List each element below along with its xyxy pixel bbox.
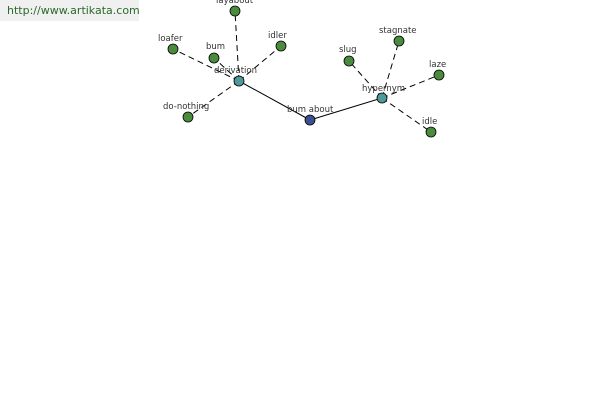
node-layabout[interactable] — [229, 5, 241, 17]
node-derivation[interactable] — [233, 75, 245, 87]
label-idler: idler — [268, 31, 287, 41]
label-stagnate: stagnate — [379, 26, 417, 36]
node-slug[interactable] — [343, 55, 355, 67]
label-derivation: derivation — [214, 66, 257, 76]
node-idler[interactable] — [275, 40, 287, 52]
node-stagnate[interactable] — [393, 35, 405, 47]
label-slug: slug — [339, 45, 357, 55]
node-idle[interactable] — [425, 126, 437, 138]
node-laze[interactable] — [433, 69, 445, 81]
label-bum: bum — [206, 42, 225, 52]
label-idle: idle — [422, 117, 437, 127]
node-center[interactable] — [304, 114, 316, 126]
source-url[interactable]: http://www.artikata.com — [0, 0, 140, 21]
node-do-nothing[interactable] — [182, 111, 194, 123]
edge-derivation-do-nothing — [187, 80, 240, 118]
edge-center-derivation — [238, 80, 311, 121]
node-bum[interactable] — [208, 52, 220, 64]
node-hypernym[interactable] — [376, 92, 388, 104]
label-laze: laze — [429, 60, 446, 70]
edge-hypernym-laze — [381, 74, 440, 99]
label-hypernym: hypernym — [362, 84, 405, 94]
edge-derivation-loafer — [172, 48, 240, 82]
label-layabout: layabout — [216, 0, 254, 6]
node-loafer[interactable] — [167, 43, 179, 55]
edge-hypernym-slug — [348, 60, 383, 99]
edge-center-hypernym — [309, 97, 383, 121]
edge-derivation-bum — [213, 57, 240, 82]
label-loafer: loafer — [158, 34, 183, 44]
label-do-nothing: do-nothing — [163, 102, 209, 112]
edge-derivation-idler — [238, 45, 282, 82]
edge-derivation-layabout — [234, 10, 240, 82]
label-center: bum about — [287, 105, 334, 115]
